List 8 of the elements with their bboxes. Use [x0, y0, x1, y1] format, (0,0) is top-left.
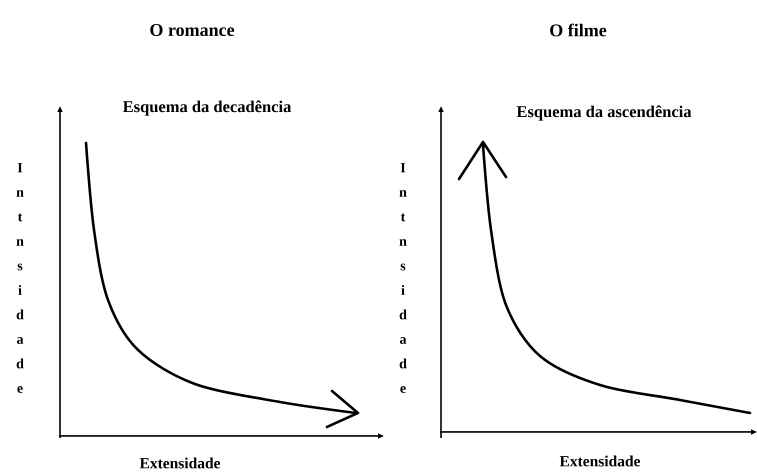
chart-heading: O romance: [150, 24, 234, 36]
axis-label: Intnsidade: [16, 163, 24, 393]
chart-heading: O filme: [550, 24, 606, 36]
chart-title: Esquema da decadência: [122, 100, 292, 116]
axis-label: Extensidade: [560, 456, 640, 466]
axis-label: Intnsidade: [400, 163, 407, 393]
axis-label: Extensidade: [140, 458, 220, 468]
chart-title: Esquema da ascendência: [516, 105, 692, 121]
